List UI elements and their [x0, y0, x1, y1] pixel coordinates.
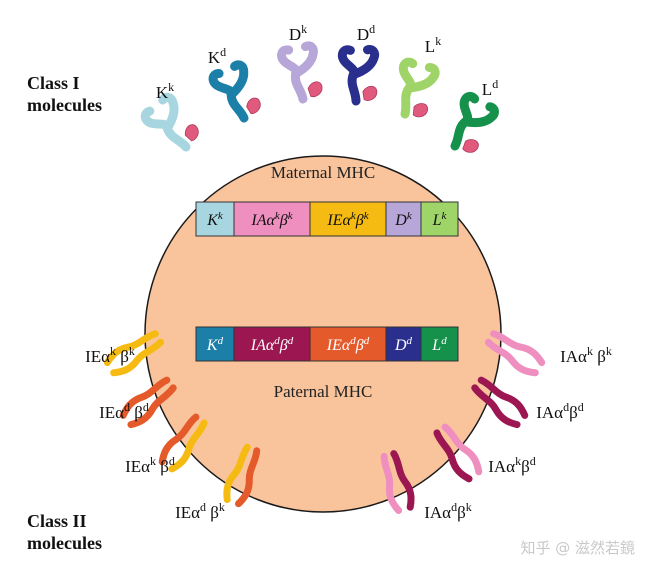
- class-ii-label-4: IAαk​ βk​: [560, 344, 612, 366]
- watermark: 知乎 @ 滋然若鏡: [520, 539, 635, 557]
- class-i-molecule-3: [337, 45, 380, 106]
- class-i-label-1: Kd​: [208, 45, 226, 67]
- maternal-segment-label-3: Dk​: [394, 210, 413, 229]
- maternal-segment-3: [385, 201, 422, 237]
- class-ii-heading-line-1: Class II: [27, 511, 87, 531]
- class-i-label-4: Lk​: [425, 34, 441, 56]
- maternal-segment-4: [420, 201, 459, 237]
- class-i-alpha-domain: [460, 102, 499, 127]
- class-i-label-3: Dd​: [357, 22, 375, 44]
- paternal-segment-label-1: IAαd​βd​: [250, 335, 294, 354]
- class-i-heavy-chain: [208, 69, 249, 123]
- paternal-segment-label-3: Dd​: [394, 335, 413, 354]
- class-i-molecule-5: [450, 91, 499, 153]
- class-ii-beta-chain: [433, 429, 473, 483]
- class-ii-molecule-5: [471, 376, 529, 429]
- class-i-molecule-4: [398, 57, 440, 119]
- maternal-segment-label-0: Kk​: [206, 210, 224, 229]
- class-ii-label-1: IEαd​ βd​: [99, 400, 149, 422]
- paternal-segment-3: [385, 326, 422, 362]
- class-i-molecule-2: [277, 41, 323, 104]
- class-i-heavy-chain: [450, 91, 480, 151]
- maternal-mhc-label: Maternal MHC: [271, 163, 375, 182]
- class-i-heading-line-1: Class I: [27, 73, 80, 93]
- class-ii-molecule-1: [119, 376, 177, 429]
- class-i-heavy-chain: [140, 106, 191, 152]
- paternal-segment-label-2: IEαd​βd​: [326, 335, 370, 354]
- class-i-heavy-chain: [398, 57, 418, 119]
- peptide-icon: [362, 85, 378, 101]
- maternal-segment-label-2: IEαk​βk​: [326, 210, 369, 229]
- peptide-icon: [462, 139, 479, 153]
- class-i-molecules: Kk​ Kd​ Dk​ Dd​ Lk​ Ld​: [140, 22, 499, 153]
- class-ii-label-7: IAαd​βk​: [424, 500, 472, 522]
- class-ii-label-2: IEαk​ βd​: [125, 454, 175, 476]
- paternal-segment-4: [420, 326, 459, 362]
- paternal-mhc-label: Paternal MHC: [274, 382, 373, 401]
- class-i-alpha-domain: [404, 63, 440, 93]
- class-ii-beta-chain: [484, 338, 539, 377]
- class-ii-alpha-chain: [477, 376, 529, 419]
- class-ii-molecule-2: [158, 413, 208, 473]
- class-ii-alpha-chain: [168, 419, 208, 473]
- class-i-heading-line-2: molecules: [27, 95, 102, 115]
- class-ii-beta-chain: [119, 376, 171, 419]
- class-i-alpha-domain: [291, 41, 318, 79]
- class-ii-beta-chain: [103, 330, 159, 367]
- paternal-mhc-gene-bar: Kd​ IAαd​βd​ IEαd​βd​ Dd​ Ld​: [195, 326, 459, 362]
- class-ii-label-5: IAαd​βd​: [536, 400, 584, 422]
- paternal-segment-label-0: Kd​: [206, 335, 224, 354]
- maternal-segment-0: [195, 201, 235, 237]
- class-i-alpha-domain: [158, 92, 179, 133]
- class-ii-heading: Class II molecules: [27, 510, 102, 554]
- class-ii-beta-chain: [380, 452, 403, 514]
- paternal-segment-1: [233, 326, 311, 362]
- class-ii-label-3: IEαd​ βk​: [175, 500, 225, 522]
- class-i-molecule-0: [140, 92, 199, 152]
- class-ii-beta-chain: [223, 443, 251, 504]
- class-i-label-2: Dk​: [289, 22, 307, 44]
- paternal-segment-0: [195, 326, 235, 362]
- class-ii-alpha-chain: [490, 330, 546, 367]
- maternal-mhc-gene-bar: Kk​ IAαk​βk​ IEαk​βk​ Dk​ Lk​: [195, 201, 459, 237]
- class-ii-heading-line-2: molecules: [27, 533, 102, 553]
- class-i-label-0: Kk​: [156, 80, 174, 102]
- maternal-segment-1: [233, 201, 311, 237]
- class-i-alpha-domain: [226, 60, 249, 100]
- class-i-heavy-chain: [337, 45, 361, 106]
- peptide-icon: [412, 103, 429, 118]
- class-ii-alpha-chain: [441, 423, 483, 476]
- class-ii-molecules: IEαk​ βk​ IEαd​ βd​ IEαk​ βd​ IEαd​ βk​ IAαk…: [85, 330, 612, 522]
- peptide-icon: [246, 97, 261, 115]
- class-ii-molecule-7: [380, 450, 415, 514]
- paternal-segment-2: [309, 326, 387, 362]
- class-ii-molecule-6: [433, 423, 483, 483]
- class-ii-beta-chain: [471, 384, 521, 429]
- class-ii-alpha-chain: [127, 384, 177, 429]
- class-ii-alpha-chain: [110, 338, 165, 377]
- class-i-alpha-domain: [348, 45, 380, 80]
- class-ii-molecule-0: [103, 330, 165, 377]
- class-ii-molecule-3: [223, 443, 261, 508]
- class-ii-label-6: IAαk​βd​: [488, 454, 536, 476]
- class-i-heavy-chain: [277, 45, 308, 104]
- class-i-heading: Class I molecules: [27, 72, 102, 116]
- class-ii-alpha-chain: [390, 450, 415, 511]
- maternal-segment-label-1: IAαk​βk​: [250, 210, 293, 229]
- class-i-label-5: Ld​: [482, 77, 498, 99]
- class-ii-molecule-4: [484, 330, 546, 377]
- class-i-molecule-1: [208, 60, 261, 123]
- peptide-icon: [307, 81, 323, 98]
- maternal-segment-label-4: Lk​: [432, 210, 448, 229]
- class-ii-beta-chain: [158, 413, 200, 466]
- peptide-icon: [184, 124, 199, 142]
- paternal-segment-label-4: Ld​: [431, 335, 447, 354]
- class-ii-label-0: IEαk​ βk​: [85, 344, 135, 366]
- class-ii-alpha-chain: [234, 447, 261, 508]
